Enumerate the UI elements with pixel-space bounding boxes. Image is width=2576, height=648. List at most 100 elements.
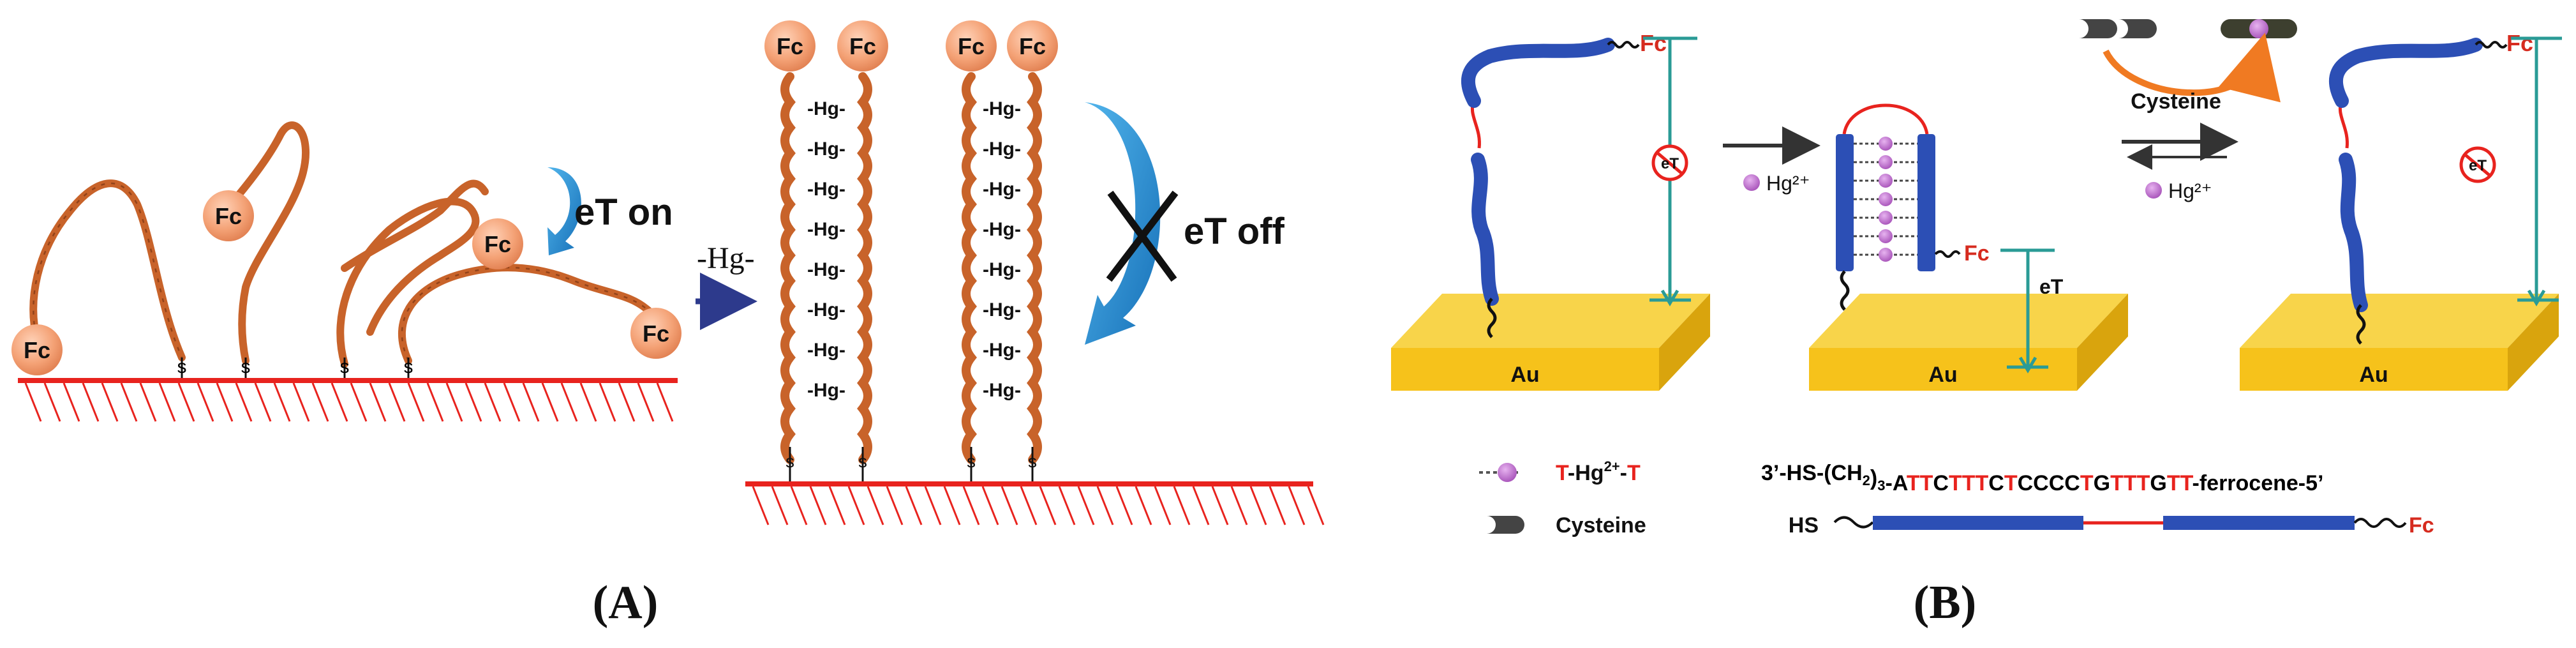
- legend-cysteine-label: Cysteine: [1556, 513, 1646, 538]
- no-et-icon-step1: eT: [1651, 144, 1688, 181]
- hg-bridge-label: -Hg-: [807, 340, 845, 361]
- fc-label-step3: Fc: [2506, 30, 2533, 56]
- fc-text: Fc: [643, 320, 669, 347]
- hg-bridge-label: -Hg-: [807, 139, 845, 160]
- gold-electrode: Au: [1809, 294, 2128, 391]
- hg-bridge-label: -Hg-: [807, 380, 845, 401]
- equilibrium-arrows: [2122, 123, 2238, 199]
- fc-text: Fc: [777, 33, 803, 59]
- hg-bridge-label: -Hg-: [807, 219, 845, 240]
- ferrocene-ball: Fc: [11, 324, 63, 375]
- ferrocene-ball: Fc: [203, 190, 254, 241]
- gold-electrode-group: Au Au Au: [1391, 294, 2559, 391]
- blocked-curved-arrow-icon: [1085, 102, 1179, 345]
- thiol-label: s: [858, 451, 867, 471]
- hg-mediated-duplex-group: -Hg--Hg--Hg--Hg--Hg--Hg--Hg--Hg-sFcsFc-H…: [764, 20, 1058, 481]
- strand-coil-2: [213, 121, 309, 365]
- hg-bridge-label: -Hg-: [807, 299, 845, 320]
- strand-coil-5: [341, 179, 489, 272]
- hg-addition-arrow: [1723, 126, 1820, 191]
- hg-bridge-label: -Hg-: [983, 380, 1021, 401]
- electrode-label: Au: [2359, 363, 2388, 387]
- hg-ion: [1879, 229, 1893, 243]
- hg-arrow-label: -Hg-: [697, 241, 755, 275]
- hg-bridge-label: -Hg-: [807, 179, 845, 200]
- thiol-label: s: [785, 451, 794, 471]
- electrode-label: Au: [1510, 363, 1539, 387]
- hg-ion: [1879, 248, 1893, 262]
- no-et-text-step3: eT: [2469, 157, 2487, 174]
- fc-text: Fc: [849, 33, 876, 59]
- ferrocene-ball: Fc: [1007, 20, 1058, 72]
- thiol-label: s: [967, 451, 976, 471]
- cysteine-curved-arrow: [2103, 33, 2281, 103]
- hg-bridge-label: -Hg-: [983, 299, 1021, 320]
- probe-schematic-hs-label: HS: [1789, 513, 1819, 538]
- panel-a-caption: (A): [593, 576, 659, 629]
- hg-bridge-label: -Hg-: [983, 259, 1021, 280]
- cysteine-reactant-icons: [2079, 19, 2157, 38]
- hg-ion: [1879, 155, 1893, 169]
- hg-ion-icon: [1743, 174, 1760, 191]
- thiol-label: s: [404, 356, 413, 377]
- et-label-step2: eT: [2039, 275, 2064, 298]
- thiol-label: s: [177, 356, 187, 377]
- hg-bridge-label: -Hg-: [983, 139, 1021, 160]
- cysteine-reaction-label: Cysteine: [2131, 89, 2221, 114]
- hg-ion: [1879, 174, 1893, 188]
- ferrocene-ball: Fc: [946, 20, 997, 72]
- no-et-icon-step3: eT: [2459, 146, 2496, 183]
- thiol-label: s: [241, 356, 251, 377]
- et-measure-bracket-step2: [2000, 248, 2055, 373]
- electrode-surface-left: [18, 378, 678, 422]
- et-on-label: eT on: [574, 192, 673, 233]
- strand-coil-3: [336, 197, 480, 368]
- gold-electrode: Au: [1391, 294, 1710, 391]
- gold-electrode: Au: [2240, 294, 2559, 391]
- hg-bridge-label: -Hg-: [983, 219, 1021, 240]
- hg-pair-stack: [1854, 137, 1917, 262]
- ferrocene-ball: Fc: [630, 308, 681, 359]
- fc-text: Fc: [215, 203, 242, 229]
- fc-label-step1: Fc: [1640, 30, 1667, 56]
- probe-open-state-3: [2329, 38, 2508, 345]
- hg-ion: [1879, 137, 1893, 151]
- legend-hg-pair: [1479, 463, 1519, 482]
- et-off-label: eT off: [1184, 211, 1285, 252]
- hg-ion-label-step1: Hg²⁺: [1766, 172, 1810, 195]
- electrode-label: Au: [1928, 363, 1957, 387]
- hg-bridge-label: -Hg-: [807, 98, 845, 119]
- hg-ion-icon-reverse: [2145, 182, 2162, 199]
- thiol-label: s: [340, 356, 350, 377]
- cysteine-hg-complex-icon: [2221, 19, 2297, 38]
- et-measure-bracket-step3: [2511, 36, 2562, 306]
- fc-text: Fc: [484, 231, 511, 257]
- ferrocene-ball: Fc: [837, 20, 888, 72]
- thiol-label: s: [1028, 451, 1037, 471]
- legend-cysteine-icon: [1487, 516, 1524, 534]
- strand-coil-1: [29, 179, 186, 361]
- ferrocene-ball: Fc: [472, 218, 523, 269]
- curved-arrow-icon: [547, 167, 581, 255]
- hg-ion: [1879, 192, 1893, 206]
- hg-bridge-label: -Hg-: [983, 179, 1021, 200]
- no-et-text-step1: eT: [1661, 155, 1679, 172]
- fc-label-step2: Fc: [1964, 241, 1990, 266]
- probe-open-state-1: [1461, 38, 1640, 338]
- fc-text: Fc: [24, 337, 50, 363]
- hg-ion: [1879, 211, 1893, 225]
- probe-hairpin-hg-state: [1836, 103, 1961, 311]
- probe-schematic-fc-label: Fc: [2409, 513, 2434, 538]
- probe-sequence: 3’-HS-(CH2)3-ATTCTTTCTCCCCTGTTTGTT-ferro…: [1761, 461, 2323, 495]
- electrode-surface-right: [745, 481, 1325, 525]
- fc-text: Fc: [1019, 33, 1046, 59]
- duplex-1: -Hg- -Hg- -Hg- -Hg- -Hg- -Hg- -Hg- -Hg-s Fc s Fc: [764, 20, 888, 481]
- fc-text: Fc: [958, 33, 985, 59]
- panel-b-caption: (B): [1914, 576, 1977, 629]
- hg-bridge-label: -Hg-: [807, 259, 845, 280]
